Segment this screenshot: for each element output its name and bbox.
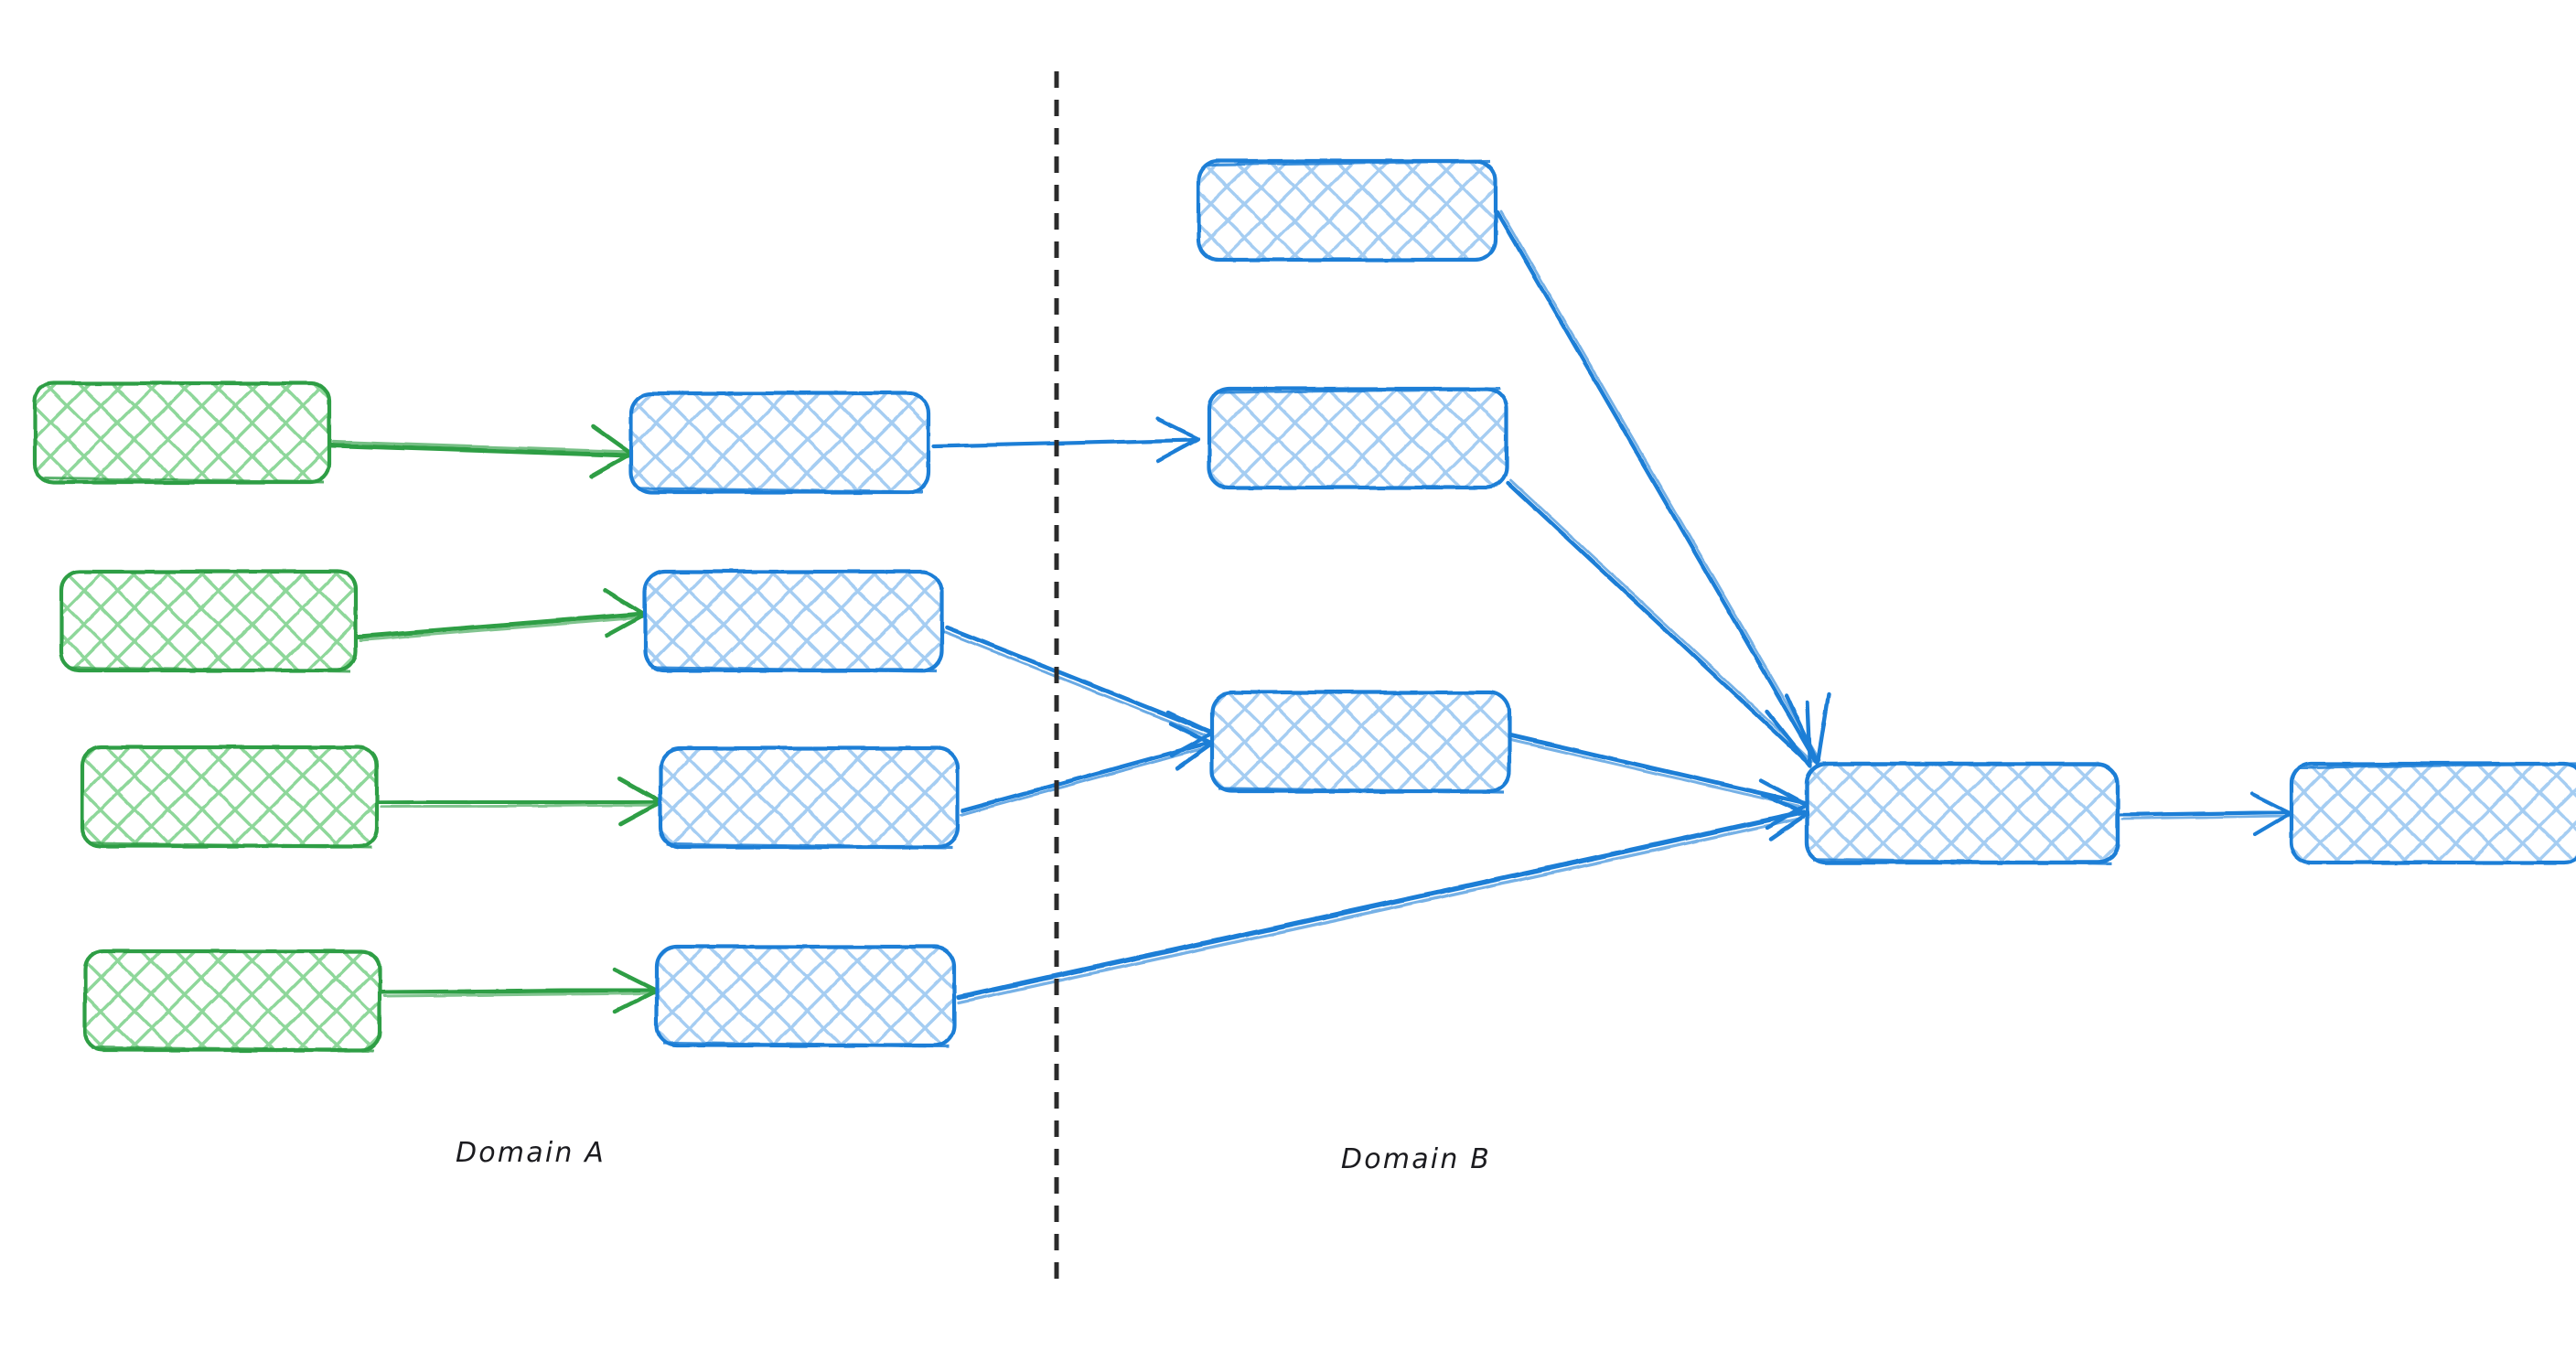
node-a-source-4[interactable] <box>82 949 382 1053</box>
node-a-source-2[interactable] <box>59 569 359 673</box>
node-a-stage-4[interactable] <box>654 944 957 1048</box>
node-b-stage-3[interactable] <box>1209 690 1512 794</box>
edge-b-stage-1-to-b-merge <box>1495 209 1831 766</box>
nodes-layer <box>32 158 2576 1053</box>
edge-b-stage-2-to-b-merge <box>1506 478 1814 768</box>
node-a-source-3[interactable] <box>80 745 380 849</box>
domain-a-label: Domain A <box>456 1137 606 1169</box>
node-a-stage-1[interactable] <box>628 391 931 495</box>
node-b-merge[interactable] <box>1804 761 2120 865</box>
edge-a-source-2-to-a-stage-2 <box>356 587 648 642</box>
edges-layer <box>328 209 2293 1014</box>
node-b-stage-1[interactable] <box>1196 158 1498 263</box>
node-a-source-1[interactable] <box>32 381 332 485</box>
edge-a-source-1-to-a-stage-1 <box>328 423 634 479</box>
edge-a-stage-2-to-b-stage-3 <box>943 625 1215 758</box>
edge-a-stage-4-to-b-merge <box>956 792 1809 1004</box>
domain-b-label: Domain B <box>1341 1143 1491 1175</box>
edge-b-merge-to-b-output <box>2118 791 2293 837</box>
edge-a-stage-3-to-b-stage-3 <box>959 721 1215 817</box>
node-b-output[interactable] <box>2289 761 2576 865</box>
node-b-stage-2[interactable] <box>1207 386 1509 490</box>
edge-a-source-4-to-a-stage-4 <box>380 967 660 1014</box>
node-a-stage-3[interactable] <box>658 745 961 850</box>
edge-a-stage-1-to-b-stage-2 <box>930 416 1201 464</box>
edge-a-source-3-to-a-stage-3 <box>378 777 663 827</box>
edge-b-stage-3-to-b-merge <box>1508 733 1809 831</box>
node-a-stage-2[interactable] <box>642 569 945 673</box>
